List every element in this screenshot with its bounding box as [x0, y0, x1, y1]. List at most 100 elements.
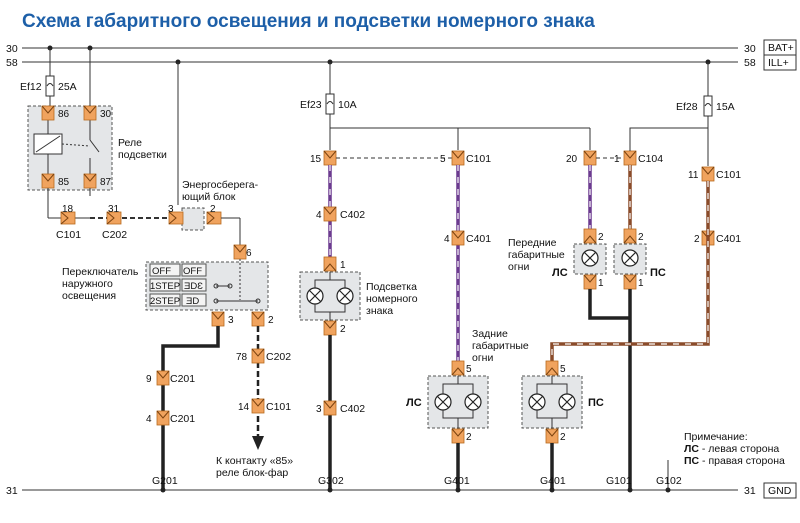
- c101-pin14: 14: [238, 402, 250, 413]
- plate-pin2-connector: [323, 320, 337, 336]
- relay-to-energy-wire: 18 C101 31 C202: [47, 188, 178, 241]
- note-left-abbr: ЛС: [684, 443, 699, 455]
- c402-pin3-connector: [323, 400, 337, 416]
- c101-pin15-connector: [323, 150, 337, 166]
- c101-pin18-name: C101: [56, 229, 81, 241]
- ground-g102: G102: [656, 475, 682, 487]
- front-left-pin2: 2: [598, 232, 604, 243]
- energy-pin-6-connector: [233, 244, 247, 260]
- rear-right-pin2-connector: [545, 428, 559, 444]
- switch-row3-right: ƎD: [186, 296, 199, 307]
- c101-pin5-connector: [451, 150, 465, 166]
- plate-light-circuit: 15 4 C402 1 2 Подсветка номерного знака …: [299, 128, 452, 490]
- note-right-text: - правая сторона: [699, 455, 785, 467]
- plate-pin2: 2: [340, 324, 346, 335]
- rear-right-pin2: 2: [560, 432, 566, 443]
- fuse-ef23-name: Ef23: [300, 99, 322, 111]
- fuse-ef12-rating: 25A: [58, 81, 77, 93]
- c202-pin78-connector: [251, 348, 265, 364]
- c402-pin4-name: C402: [340, 209, 365, 221]
- energy-label-2: ющий блок: [182, 191, 236, 203]
- rear-lights-right-circuit: 11 C101 2 C401 5 2 ПС G401 G102: [521, 128, 741, 490]
- relay-pin-30-connector: [83, 105, 97, 121]
- front-left-pin1-connector: [583, 274, 597, 290]
- energy-saving-block: 3 2 6 Энергосберега- ющий блок: [168, 62, 259, 260]
- switch-row3-left: 2STEP: [150, 296, 180, 307]
- rear-left-pin5: 5: [466, 364, 472, 375]
- c104-pin1: 1: [614, 154, 620, 165]
- ground-g401-right: G401: [540, 475, 566, 487]
- rail-gnd-tag: GND: [768, 485, 792, 497]
- front-right-pin1: 1: [638, 278, 644, 289]
- rear-left-pin5-connector: [451, 360, 465, 376]
- plate-pin1: 1: [340, 260, 346, 271]
- c101-pin11-connector: [701, 166, 715, 182]
- switch-ground-wire: 9 C201 4 C201 G201: [146, 326, 220, 490]
- c101-pin18: 18: [62, 204, 74, 215]
- rail-ill-left-label: 58: [6, 57, 18, 69]
- c202-pin78-name: C202: [266, 351, 291, 363]
- rear-left-pin2: 2: [466, 432, 472, 443]
- c401-pin2-name: C401: [716, 233, 741, 245]
- c101-pin14-connector: [251, 398, 265, 414]
- fuse-ef28-name: Ef28: [676, 101, 698, 113]
- c101-pin11-name: C101: [716, 169, 741, 181]
- switch-pin-3: 3: [228, 315, 234, 326]
- rail-ill: 58 58 ILL+: [6, 54, 797, 71]
- rail-bat-left-label: 30: [6, 43, 18, 55]
- rear-right-pin5-connector: [545, 360, 559, 376]
- rear-label-3: огни: [472, 352, 493, 364]
- rail-gnd-left-label: 31: [6, 485, 18, 497]
- c401-pin4-name: C401: [466, 233, 491, 245]
- relay-label-2: подсветки: [118, 149, 167, 161]
- c101-pin5: 5: [440, 154, 446, 165]
- relay-pin-86-connector: [41, 105, 55, 121]
- relay-pin-86: 86: [58, 109, 70, 120]
- note-heading: Примечание:: [684, 431, 748, 443]
- fuse-ef12: Ef12 25A: [20, 48, 77, 106]
- rear-left-pin2-connector: [451, 428, 465, 444]
- c201-pin4: 4: [146, 414, 152, 425]
- c201-pin9-name: C201: [170, 373, 195, 385]
- c104-pin20-connector: [583, 150, 597, 166]
- c201-pin4-name: C201: [170, 413, 195, 425]
- diagram-title: Схема габаритного освещения и подсветки …: [22, 11, 595, 32]
- rail-ill-tag: ILL+: [768, 57, 789, 69]
- c101-pin15: 15: [310, 154, 322, 165]
- headlight-note-1: К контакту «85»: [216, 455, 293, 467]
- c201-pin4-connector: [156, 410, 170, 426]
- switch-row2-right: ƎDƐ: [184, 281, 203, 292]
- c101-pin5-name: C101: [466, 153, 491, 165]
- ground-g401-left: G401: [444, 475, 470, 487]
- rail-bat: 30 30 BAT+: [6, 39, 797, 56]
- rear-lights-left-circuit: 5 C101 4 C401 5 2 ЛС Задние габаритные о…: [406, 128, 529, 490]
- relay-pin-87: 87: [100, 177, 112, 188]
- relay-pin-85: 85: [58, 177, 70, 188]
- note-right-line: ПС - правая сторона: [684, 455, 785, 467]
- plate-label-1: Подсветка: [366, 281, 417, 293]
- front-label-2: габаритные: [508, 249, 565, 261]
- front-right-pin1-connector: [623, 274, 637, 290]
- ground-g101: G101: [606, 475, 632, 487]
- relay-pin-87-connector: [83, 173, 97, 189]
- c401-pin2: 2: [694, 234, 700, 245]
- rail-bat-tag: BAT+: [768, 42, 794, 54]
- switch-label-2: наружного: [62, 278, 113, 290]
- fuse-ef12-name: Ef12: [20, 81, 42, 93]
- front-right-pin2-connector: [623, 228, 637, 244]
- plate-label-2: номерного: [366, 293, 418, 305]
- plate-pin1-connector: [323, 256, 337, 272]
- switch-headlight-wire: 78 C202 14 C101 К контакту «85» реле бло…: [216, 326, 293, 479]
- rail-ill-right-label: 58: [744, 57, 756, 69]
- fuse-ef23-rating: 10A: [338, 99, 357, 111]
- front-right-side: ПС: [650, 267, 666, 279]
- rear-label-1: Задние: [472, 328, 508, 340]
- headlight-note-2: реле блок-фар: [216, 467, 288, 479]
- c201-pin9: 9: [146, 374, 152, 385]
- legend-note: Примечание: ЛС - левая сторона ПС - прав…: [684, 431, 785, 467]
- c104-pin20: 20: [566, 154, 578, 165]
- switch-pin-3-connector: [211, 311, 225, 327]
- ground-g302: G302: [318, 475, 344, 487]
- c104-pin1-name: C104: [638, 153, 663, 165]
- energy-label-1: Энергосберега-: [182, 179, 259, 191]
